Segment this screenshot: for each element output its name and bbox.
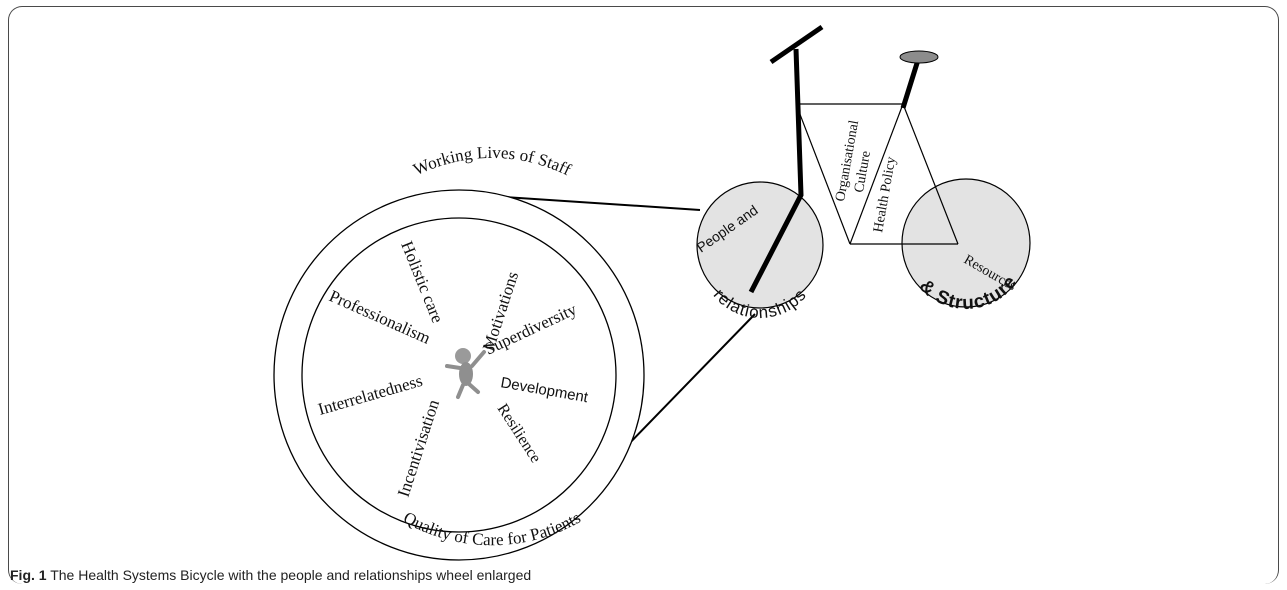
enlarged-wheel-inner-ring [301, 217, 617, 533]
frame-label-health-policy: Health Policy [871, 156, 899, 234]
figure-caption-label: Fig. 1 [10, 567, 47, 583]
fork-and-handlebar [748, 48, 804, 294]
figure-caption-text: The Health Systems Bicycle with the peop… [46, 567, 532, 583]
bicycle-seat [899, 50, 939, 64]
zoom-line-bottom [619, 313, 756, 454]
figure-frame [8, 6, 1279, 584]
seat-post [900, 59, 921, 109]
handlebar [769, 24, 824, 65]
figure-caption: Fig. 1 The Health Systems Bicycle with t… [10, 567, 531, 583]
zoom-line-top [489, 195, 701, 211]
rear-wheel [901, 178, 1031, 308]
frame-label-organisational-culture: Organisational Culture [833, 116, 879, 206]
outer-label-top: Working Lives of Staff [410, 143, 574, 179]
bicycle-frame [748, 24, 959, 294]
person-figure-icon [445, 348, 486, 399]
